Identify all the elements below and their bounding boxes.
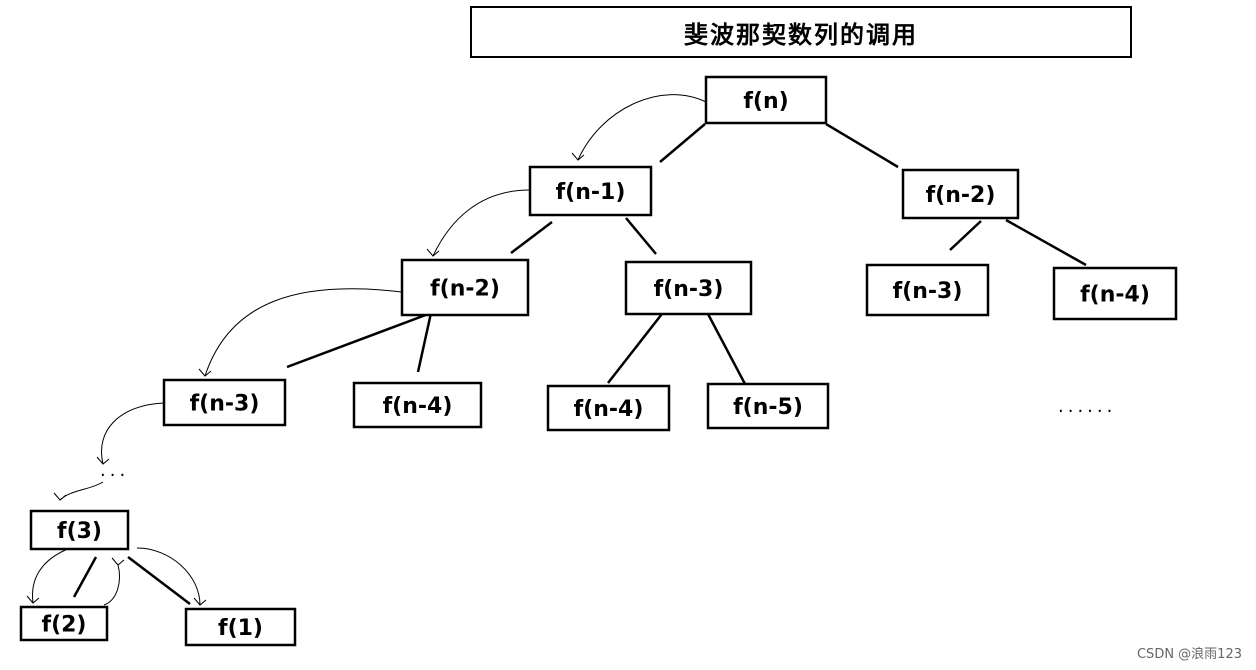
tree-edge-b2-c3: [607, 309, 666, 384]
call-node-b3: f(n-3): [865, 263, 990, 317]
tree-edge-d1-e2: [127, 556, 191, 605]
node-label: f(n-2): [926, 183, 996, 208]
node-label: f(n-1): [556, 180, 626, 205]
node-box: [352, 381, 483, 429]
node-box: [706, 382, 830, 430]
node-label: f(n-3): [893, 279, 963, 304]
arrow-e1-back-to-d1: [103, 564, 120, 606]
call-node-b4: f(n-4): [1052, 266, 1178, 321]
node-label: f(2): [42, 613, 87, 638]
node-box: [1052, 266, 1178, 321]
tree-edge-b1-c1: [286, 311, 432, 369]
node-label: f(n): [743, 89, 788, 114]
call-node-e2: f(1): [184, 607, 297, 647]
node-box: [865, 263, 990, 317]
node-box: [19, 605, 109, 642]
call-node-c4: f(n-5): [706, 382, 830, 430]
node-box: [184, 607, 297, 647]
node-box: [528, 165, 653, 217]
ellipsis-right: ......: [1058, 396, 1116, 417]
watermark: CSDN @浪雨123: [1136, 647, 1242, 662]
call-node-a1: f(n-1): [528, 165, 653, 217]
call-node-b2: f(n-3): [624, 260, 753, 316]
node-label: f(3): [57, 519, 102, 544]
arrow-d1-to-e1: [31, 547, 71, 604]
arrow-root-to-a1-head: [571, 152, 585, 161]
arrow-ellipsis-to-d1-head: [53, 492, 67, 501]
arrow-b1-to-c1-head: [198, 368, 212, 377]
arrow-a1-to-b1: [432, 189, 531, 257]
node-label: f(n-3): [190, 392, 260, 417]
call-node-e1: f(2): [19, 605, 109, 642]
call-node-c3: f(n-4): [546, 384, 671, 432]
node-label: f(n-2): [430, 277, 500, 302]
node-box: [901, 168, 1020, 220]
ellipsis-left: ...: [100, 460, 129, 481]
call-node-a2: f(n-2): [901, 168, 1020, 220]
tree-edge-a2-b4: [1005, 218, 1087, 267]
tree-edge-b2-c4: [706, 313, 747, 385]
arrow-a1-to-b1-head: [426, 248, 440, 257]
call-node-c2: f(n-4): [352, 381, 483, 429]
call-node-b1: f(n-2): [400, 258, 530, 317]
node-box: [704, 75, 828, 125]
arrow-c1-to-ellipsis-head: [96, 456, 110, 465]
tree-edge-a1-b1: [510, 221, 553, 254]
arrow-d1-to-e2-head: [193, 597, 207, 606]
tree-edge-d1-e1: [72, 556, 98, 598]
arrow-e1-back-to-d1-head: [111, 557, 125, 566]
tree-edge-a1-b2: [625, 217, 657, 255]
node-label: f(n-4): [383, 394, 453, 419]
diagram-title: 斐波那契数列的调用: [470, 6, 1132, 58]
node-label: f(n-4): [574, 397, 644, 422]
node-box: [162, 378, 287, 427]
node-box: [546, 384, 671, 432]
call-node-root: f(n): [704, 75, 828, 125]
node-label: f(n-4): [1080, 283, 1150, 308]
tree-edge-a2-b3: [949, 220, 982, 251]
call-node-d1: f(3): [29, 509, 130, 551]
node-box: [624, 260, 753, 316]
node-label: f(n-3): [654, 277, 724, 302]
arrow-b1-to-c1: [204, 288, 403, 377]
tree-edge-b1-c2: [416, 312, 433, 373]
tree-edge-root-a1: [659, 123, 706, 163]
node-box: [29, 509, 130, 551]
tree-edge-root-a2: [825, 122, 899, 169]
arrow-ellipsis-to-d1: [59, 481, 104, 501]
arrow-c1-to-ellipsis: [101, 402, 165, 465]
arrow-d1-to-e1-head: [26, 595, 40, 604]
call-node-c1: f(n-3): [162, 378, 287, 427]
arrow-root-to-a1: [577, 94, 707, 161]
arrow-d1-to-e2: [136, 547, 201, 606]
node-box: [400, 258, 530, 317]
node-label: f(n-5): [733, 395, 803, 420]
node-label: f(1): [218, 616, 263, 641]
